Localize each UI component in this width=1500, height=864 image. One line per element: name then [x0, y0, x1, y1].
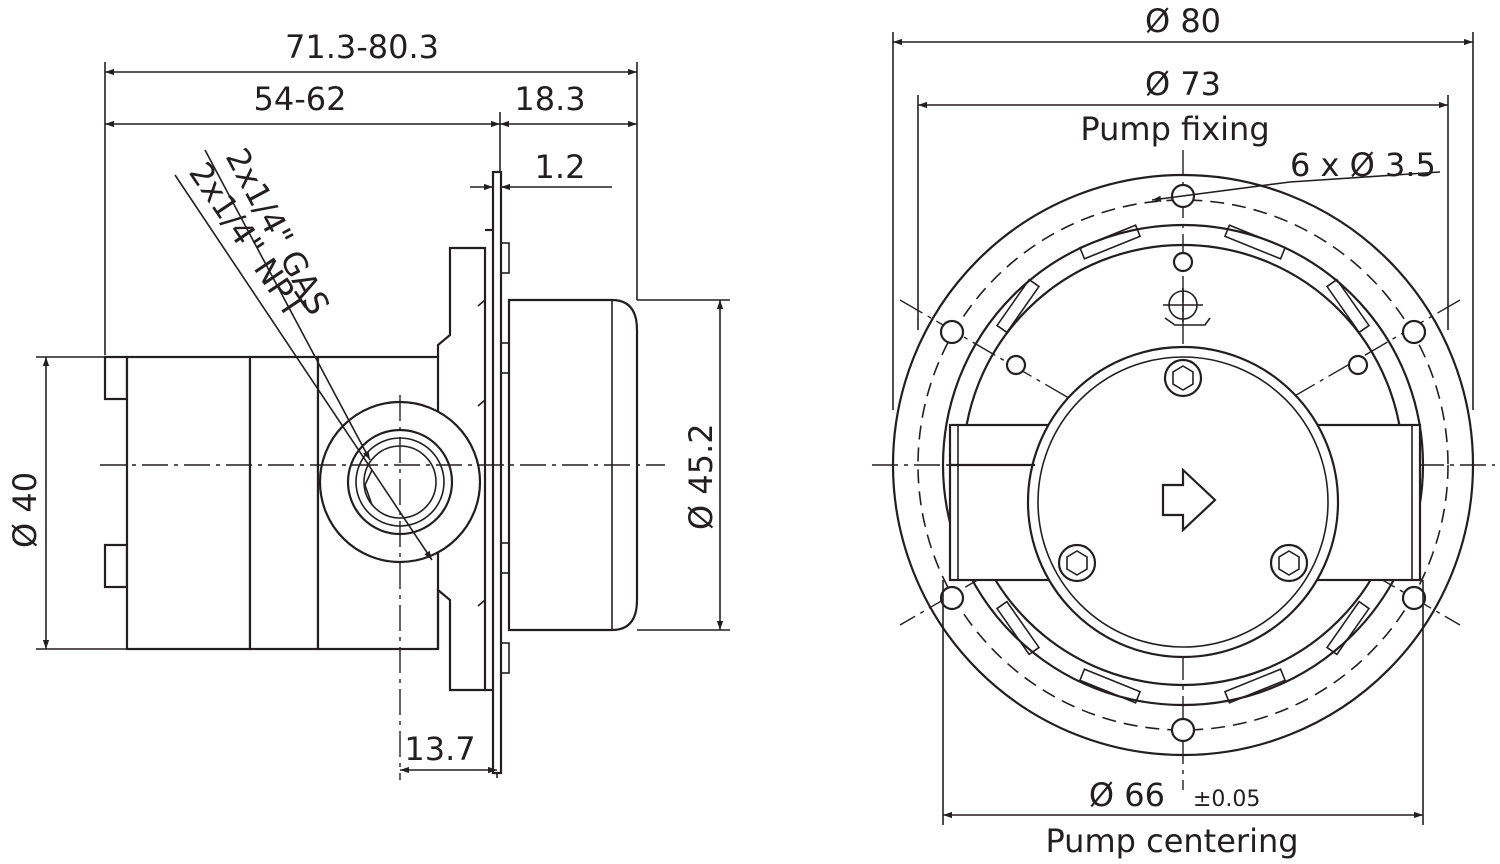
dim-body-length: 54-62 — [105, 80, 500, 128]
label-pump-fixing: Pump fixing — [1080, 110, 1269, 148]
dim-outer-diameter: Ø 80 — [892, 2, 1474, 410]
dim-centering-tolerance: ±0.05 — [1193, 787, 1260, 812]
dim-port-offset: 13.7 — [400, 730, 498, 778]
hex-bolt-icon — [1057, 543, 1097, 583]
hex-bolt-icon — [1269, 543, 1309, 583]
dim-body-length-text: 54-62 — [254, 80, 347, 118]
dim-flange-thickness: 1.2 — [470, 148, 612, 191]
dim-flange-offset: 18.3 — [500, 80, 637, 128]
dim-rear-diameter: Ø 45.2 — [637, 299, 730, 631]
rotation-symbol-icon — [1163, 288, 1211, 326]
dim-fixing-circle: Ø 73 Pump fixing — [917, 65, 1449, 330]
dim-total-length: 71.3-80.3 — [105, 28, 637, 76]
dim-outer-diameter-text: Ø 80 — [1145, 2, 1221, 40]
hex-bolt-icon — [1163, 358, 1203, 398]
label-pump-centering: Pump centering — [1045, 822, 1298, 860]
dim-body-diameter: Ø 40 — [6, 356, 127, 650]
flow-arrow-icon — [1161, 467, 1217, 533]
dim-total-length-text: 71.3-80.3 — [285, 28, 439, 66]
side-view: 71.3-80.3 54-62 18.3 1.2 — [6, 28, 730, 780]
dim-flange-offset-text: 18.3 — [514, 80, 585, 118]
dim-holes: 6 x Ø 3.5 — [1151, 146, 1441, 202]
dim-centering-diameter: Ø 66 ±0.05 Pump centering — [942, 580, 1424, 860]
dim-body-diameter-text: Ø 40 — [6, 472, 44, 548]
dim-holes-text: 6 x Ø 3.5 — [1290, 146, 1436, 184]
dim-port-offset-text: 13.7 — [404, 730, 475, 768]
dim-fixing-circle-text: Ø 73 — [1145, 65, 1221, 103]
front-view: Ø 80 Ø 73 Pump fixing 6 x Ø 3.5 Ø 66 ±0.… — [872, 2, 1495, 860]
dim-rear-diameter-text: Ø 45.2 — [682, 423, 720, 530]
dim-centering-diameter-text: Ø 66 — [1089, 776, 1165, 814]
dim-flange-thickness-text: 1.2 — [535, 148, 586, 186]
